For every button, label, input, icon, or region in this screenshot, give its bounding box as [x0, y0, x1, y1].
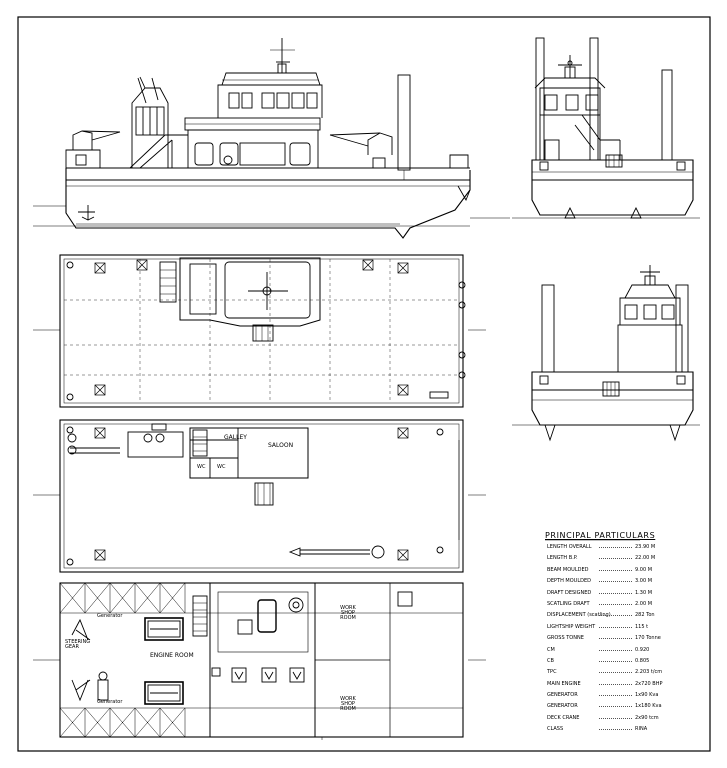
particulars-label: BEAM MOULDED — [547, 566, 589, 573]
leader-line — [599, 638, 632, 640]
steering-gear-label: STEERING GEAR — [65, 639, 91, 650]
particulars-value: 2.203 t/cm — [635, 669, 663, 676]
engine-room-plan — [33, 582, 486, 740]
particulars-label: GROSS TONNE — [547, 635, 584, 642]
particulars-label: MAIN ENGINE — [547, 680, 581, 687]
particulars-row: MAIN ENGINE 2x720 BHP — [547, 681, 697, 692]
particulars-value: 2x720 BHP — [635, 680, 663, 687]
particulars-value: 1x180 Kva — [635, 703, 662, 710]
side-elevation-view — [33, 38, 510, 239]
particulars-row: CB 0.805 — [547, 658, 697, 669]
saloon-label: SALOON — [268, 442, 294, 449]
particulars-label: CB — [547, 657, 554, 664]
particulars-label: LENGTH OVERALL — [547, 544, 592, 550]
particulars-label: SCATLING DRAFT — [547, 600, 590, 607]
particulars-row: SCATLING DRAFT 2.00 M — [547, 601, 697, 612]
wc-label-1: WC — [197, 464, 206, 470]
particulars-label: LENGTH B.P. — [547, 555, 578, 562]
particulars-label: LIGHTSHIP WEIGHT — [547, 623, 596, 630]
main-deck-plan — [33, 254, 486, 408]
particulars-row: DECK CRANE 2x90 tcm — [547, 715, 697, 726]
particulars-row: TPC 2.203 t/cm — [547, 669, 697, 680]
wc-label-2: WC — [217, 464, 226, 470]
particulars-row: GROSS TONNE 170 Tonne — [547, 635, 697, 646]
front-elevation-view — [512, 37, 700, 219]
particulars-row: CM 0.920 — [547, 647, 697, 658]
particulars-label: DISPLACEMENT (scatling) — [547, 612, 611, 619]
leader-line — [599, 729, 632, 731]
leader-line — [599, 660, 632, 662]
particulars-label: GENERATOR — [547, 703, 578, 710]
particulars-row: GENERATOR 1x90 Kva — [547, 692, 697, 703]
principal-particulars-table: LENGTH OVERALL 23.90 M LENGTH B.P. 22.00 M B… — [547, 544, 697, 738]
particulars-value: 9.00 M — [635, 566, 653, 573]
galley-label: GALLEY — [224, 434, 247, 441]
particulars-row: LENGTH B.P. 22.00 M — [547, 555, 697, 566]
particulars-label: CLASS — [547, 726, 564, 733]
leader-line — [599, 558, 632, 560]
particulars-row: LIGHTSHIP WEIGHT 115 t — [547, 624, 697, 635]
principal-particulars-title: PRINCIPAL PARTICULARS — [545, 531, 656, 540]
particulars-label: GENERATOR — [547, 692, 578, 699]
leader-line — [599, 706, 632, 708]
particulars-value: 3.00 M — [635, 578, 653, 585]
particulars-row: GENERATOR 1x180 Kva — [547, 703, 697, 714]
engine-room-label: ENGINE ROOM — [150, 652, 194, 659]
aft-elevation-view — [512, 265, 700, 442]
particulars-row: DISPLACEMENT (scatling) 282 Ton — [547, 612, 697, 623]
leader-line — [599, 615, 632, 617]
particulars-row: BEAM MOULDED 9.00 M — [547, 567, 697, 578]
particulars-label: DRAFT DESIGNED — [547, 589, 592, 596]
particulars-row: LENGTH OVERALL 23.90 M — [547, 544, 697, 555]
spud-leg-side — [397, 74, 411, 171]
main-engine-port — [144, 617, 184, 641]
particulars-value: 1x90 Kva — [635, 692, 659, 699]
particulars-value: 115 t — [635, 623, 649, 630]
generator-label-top: Generator — [97, 613, 123, 619]
aft-crane — [72, 130, 121, 166]
leader-line — [599, 626, 632, 628]
particulars-row: DRAFT DESIGNED 1.30 M — [547, 590, 697, 601]
workshop-label-bottom: WORK SHOP ROOM — [340, 696, 356, 712]
particulars-value: 23.90 M — [635, 544, 656, 550]
particulars-value: 2x90 tcm — [635, 714, 659, 721]
accommodation-deck-plan — [33, 419, 486, 573]
particulars-label: CM — [547, 646, 555, 653]
particulars-label: DEPTH MOULDED — [547, 578, 591, 585]
workshop-label-top: WORK SHOP ROOM — [340, 605, 356, 621]
particulars-label: DECK CRANE — [547, 714, 580, 721]
generator-label-bottom: Generator — [97, 699, 123, 705]
leader-line — [599, 649, 632, 651]
particulars-row: DEPTH MOULDED 3.00 M — [547, 578, 697, 589]
particulars-value: 282 Ton — [635, 612, 655, 619]
sheet-border — [17, 16, 711, 752]
leader-line — [599, 717, 632, 719]
particulars-value: 22.00 M — [635, 555, 656, 562]
fwd-crane — [329, 132, 393, 169]
leader-line — [599, 547, 632, 548]
particulars-value: 170 Tonne — [635, 635, 661, 642]
particulars-value: 0.920 — [635, 646, 650, 653]
leader-line — [599, 581, 632, 583]
particulars-value: 1.30 M — [635, 589, 653, 596]
main-engine-starboard — [144, 681, 184, 705]
leader-line — [599, 592, 632, 594]
leader-line — [599, 603, 632, 605]
leader-line — [599, 672, 632, 674]
particulars-value: 0.805 — [635, 657, 650, 664]
leader-line — [599, 683, 632, 685]
particulars-label: TPC — [547, 669, 557, 676]
leader-line — [599, 695, 632, 697]
particulars-row: CLASS RINA — [547, 726, 697, 737]
particulars-value: 2.00 M — [635, 600, 653, 607]
leader-line — [599, 569, 632, 571]
particulars-value: RINA — [635, 726, 648, 733]
